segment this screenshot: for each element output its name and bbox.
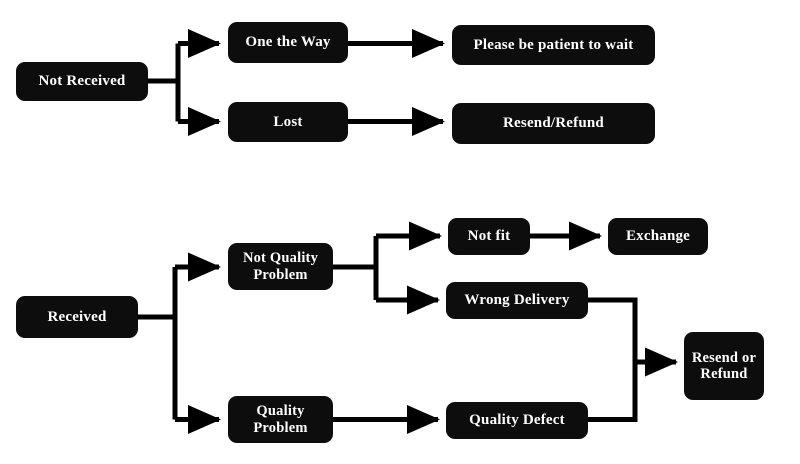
node-resend-refund[interactable]: Resend/Refund — [452, 103, 655, 144]
node-please-be-patient-to-wait-label: Please be patient to wait — [473, 36, 634, 53]
node-not-fit[interactable]: Not fit — [448, 218, 530, 255]
node-not-fit-label: Not fit — [467, 228, 511, 245]
node-quality-defect-label: Quality Defect — [469, 412, 565, 429]
node-not-quality-problem-label: Not Quality Problem — [242, 250, 319, 283]
node-received-label: Received — [47, 308, 107, 325]
node-not-quality-problem[interactable]: Not Quality Problem — [228, 243, 333, 290]
node-not-received-label: Not Received — [38, 73, 126, 90]
node-exchange[interactable]: Exchange — [608, 218, 708, 255]
node-lost[interactable]: Lost — [228, 102, 348, 142]
node-wrong-delivery[interactable]: Wrong Delivery — [446, 282, 588, 319]
node-resend-refund-label: Resend/Refund — [503, 115, 604, 132]
node-please-be-patient-to-wait[interactable]: Please be patient to wait — [452, 25, 655, 65]
node-exchange-label: Exchange — [625, 228, 691, 245]
node-quality-problem-label: Quality Problem — [253, 403, 308, 436]
node-lost-label: Lost — [273, 113, 303, 130]
node-one-the-way[interactable]: One the Way — [228, 22, 348, 63]
node-not-received[interactable]: Not Received — [16, 62, 148, 101]
node-quality-defect[interactable]: Quality Defect — [446, 402, 588, 439]
node-wrong-delivery-label: Wrong Delivery — [464, 292, 570, 309]
node-received[interactable]: Received — [16, 296, 138, 338]
node-resend-or-refund-label: Resend or Refund — [691, 349, 757, 382]
node-one-the-way-label: One the Way — [245, 34, 331, 51]
node-resend-or-refund[interactable]: Resend or Refund — [684, 332, 764, 400]
node-quality-problem[interactable]: Quality Problem — [228, 396, 333, 443]
